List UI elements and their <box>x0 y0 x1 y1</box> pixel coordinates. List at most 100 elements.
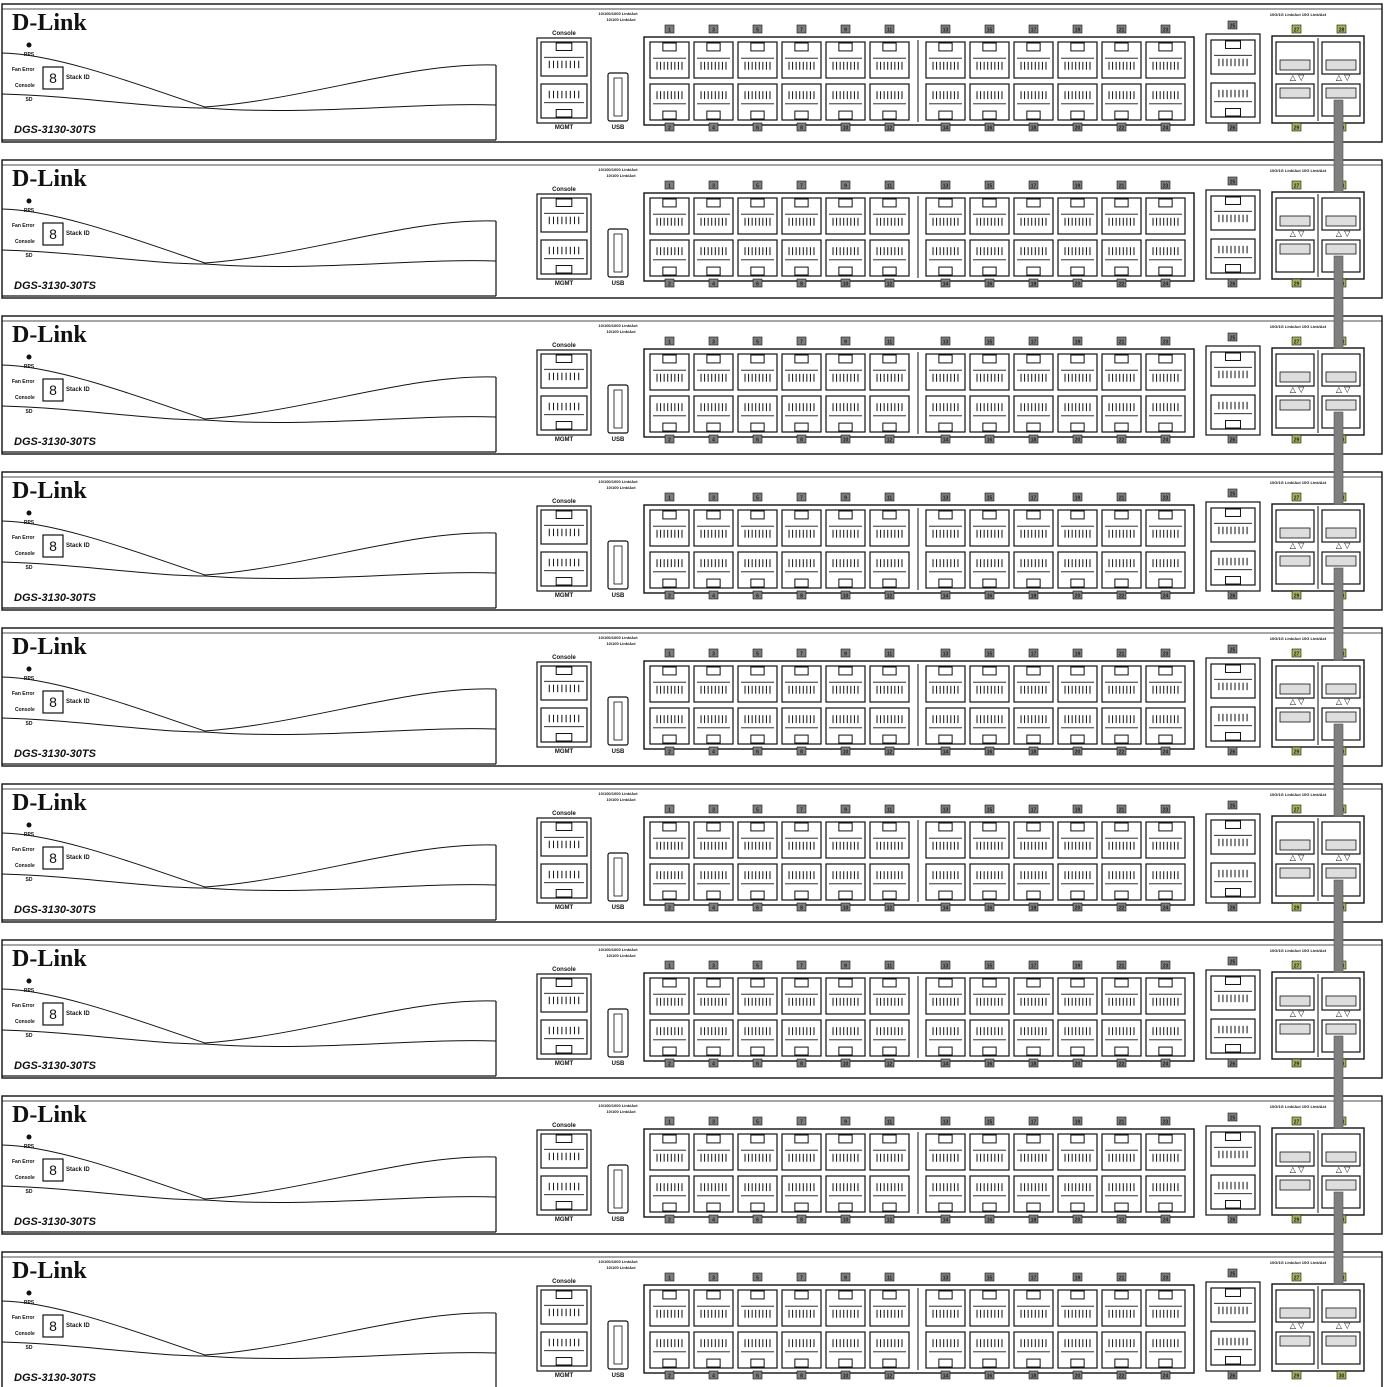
rj45-port-4[interactable] <box>693 395 734 433</box>
rj45-port-11[interactable] <box>869 1133 910 1171</box>
rj45-port-14[interactable] <box>925 863 966 901</box>
rj45-port-14[interactable] <box>925 1175 966 1213</box>
rj45-port-16[interactable] <box>969 83 1010 121</box>
rj45-port-24[interactable] <box>1145 707 1186 745</box>
rj45-port-15[interactable] <box>969 977 1010 1015</box>
rj45-port-7[interactable] <box>781 41 822 79</box>
rj45-port-10[interactable] <box>825 395 866 433</box>
rj45-port-20[interactable] <box>1057 1331 1098 1369</box>
rj45-port-24[interactable] <box>1145 551 1186 589</box>
rj45-port-13[interactable] <box>925 509 966 547</box>
sfp-port-28[interactable] <box>1321 1133 1361 1167</box>
rj45-port-21[interactable] <box>1101 197 1142 235</box>
rj45-port-8[interactable] <box>781 707 822 745</box>
sfp-port-27[interactable] <box>1275 509 1315 543</box>
combo-port-26[interactable] <box>1210 1174 1256 1210</box>
rj45-port-2[interactable] <box>649 239 690 277</box>
rj45-port-22[interactable] <box>1101 239 1142 277</box>
rj45-port-24[interactable] <box>1145 239 1186 277</box>
rj45-port-7[interactable] <box>781 1289 822 1327</box>
sfp-port-29[interactable] <box>1275 1175 1315 1209</box>
rj45-port-8[interactable] <box>781 1331 822 1369</box>
rj45-port-5[interactable] <box>737 509 778 547</box>
rj45-port-2[interactable] <box>649 707 690 745</box>
mgmt-port[interactable] <box>540 239 588 275</box>
rj45-port-14[interactable] <box>925 83 966 121</box>
rj45-port-9[interactable] <box>825 353 866 391</box>
rj45-port-14[interactable] <box>925 239 966 277</box>
rj45-port-6[interactable] <box>737 1175 778 1213</box>
rj45-port-21[interactable] <box>1101 821 1142 859</box>
rj45-port-2[interactable] <box>649 83 690 121</box>
sfp-port-28[interactable] <box>1321 509 1361 543</box>
rj45-port-14[interactable] <box>925 1331 966 1369</box>
rj45-port-21[interactable] <box>1101 977 1142 1015</box>
rj45-port-6[interactable] <box>737 863 778 901</box>
rj45-port-24[interactable] <box>1145 1331 1186 1369</box>
rj45-port-7[interactable] <box>781 353 822 391</box>
rj45-port-8[interactable] <box>781 1019 822 1057</box>
rj45-port-22[interactable] <box>1101 83 1142 121</box>
sfp-port-29[interactable] <box>1275 1019 1315 1053</box>
rj45-port-11[interactable] <box>869 509 910 547</box>
rj45-port-6[interactable] <box>737 707 778 745</box>
rj45-port-10[interactable] <box>825 707 866 745</box>
rj45-port-17[interactable] <box>1013 509 1054 547</box>
rj45-port-13[interactable] <box>925 353 966 391</box>
rj45-port-11[interactable] <box>869 665 910 703</box>
mgmt-port[interactable] <box>540 1175 588 1211</box>
rj45-port-17[interactable] <box>1013 977 1054 1015</box>
rj45-port-21[interactable] <box>1101 509 1142 547</box>
rj45-port-19[interactable] <box>1057 353 1098 391</box>
rj45-port-19[interactable] <box>1057 665 1098 703</box>
rj45-port-13[interactable] <box>925 41 966 79</box>
rj45-port-23[interactable] <box>1145 665 1186 703</box>
rj45-port-3[interactable] <box>693 1133 734 1171</box>
console-port[interactable] <box>540 41 588 77</box>
sfp-port-28[interactable] <box>1321 41 1361 75</box>
rj45-port-13[interactable] <box>925 977 966 1015</box>
rj45-port-19[interactable] <box>1057 41 1098 79</box>
rj45-port-10[interactable] <box>825 551 866 589</box>
rj45-port-18[interactable] <box>1013 239 1054 277</box>
rj45-port-2[interactable] <box>649 1331 690 1369</box>
sfp-port-27[interactable] <box>1275 41 1315 75</box>
rj45-port-16[interactable] <box>969 707 1010 745</box>
rj45-port-7[interactable] <box>781 1133 822 1171</box>
rj45-port-18[interactable] <box>1013 1175 1054 1213</box>
rj45-port-5[interactable] <box>737 197 778 235</box>
rj45-port-1[interactable] <box>649 41 690 79</box>
rj45-port-3[interactable] <box>693 41 734 79</box>
rj45-port-5[interactable] <box>737 665 778 703</box>
rj45-port-19[interactable] <box>1057 1289 1098 1327</box>
rj45-port-8[interactable] <box>781 863 822 901</box>
rj45-port-10[interactable] <box>825 239 866 277</box>
rj45-port-13[interactable] <box>925 1289 966 1327</box>
rj45-port-3[interactable] <box>693 977 734 1015</box>
rj45-port-16[interactable] <box>969 863 1010 901</box>
combo-port-25[interactable] <box>1210 975 1256 1011</box>
rj45-port-15[interactable] <box>969 197 1010 235</box>
rj45-port-1[interactable] <box>649 821 690 859</box>
rj45-port-21[interactable] <box>1101 1133 1142 1171</box>
rj45-port-18[interactable] <box>1013 1331 1054 1369</box>
rj45-port-5[interactable] <box>737 977 778 1015</box>
rj45-port-10[interactable] <box>825 1019 866 1057</box>
rj45-port-22[interactable] <box>1101 1019 1142 1057</box>
rj45-port-12[interactable] <box>869 863 910 901</box>
rj45-port-4[interactable] <box>693 239 734 277</box>
usb-port[interactable] <box>607 72 629 122</box>
rj45-port-19[interactable] <box>1057 977 1098 1015</box>
rj45-port-23[interactable] <box>1145 41 1186 79</box>
usb-port[interactable] <box>607 696 629 746</box>
sfp-port-27[interactable] <box>1275 1133 1315 1167</box>
rj45-port-17[interactable] <box>1013 821 1054 859</box>
rj45-port-16[interactable] <box>969 395 1010 433</box>
rj45-port-3[interactable] <box>693 197 734 235</box>
sfp-port-27[interactable] <box>1275 821 1315 855</box>
rj45-port-9[interactable] <box>825 509 866 547</box>
sfp-port-29[interactable] <box>1275 863 1315 897</box>
rj45-port-11[interactable] <box>869 1289 910 1327</box>
rj45-port-10[interactable] <box>825 863 866 901</box>
rj45-port-12[interactable] <box>869 1331 910 1369</box>
